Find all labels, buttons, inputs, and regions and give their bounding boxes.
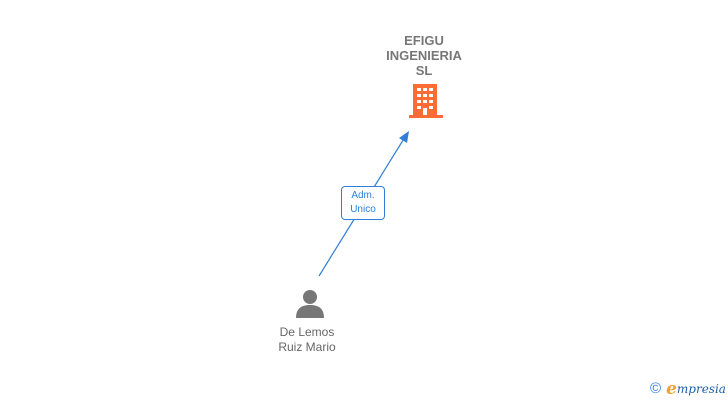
arrow-head-icon <box>399 131 409 143</box>
copyright-icon: © <box>650 380 662 397</box>
role-label-box[interactable]: Adm. Unico <box>341 186 385 220</box>
person-icon[interactable] <box>295 289 325 319</box>
building-icon[interactable] <box>409 83 443 119</box>
brand-logo-letter: e <box>666 379 677 399</box>
company-name-line-3: SL <box>415 63 433 78</box>
company-name[interactable]: EFIGU INGENIERIA SL <box>364 33 484 78</box>
brand-watermark: © e mpresia <box>650 379 726 399</box>
company-name-line-2: INGENIERIA <box>386 48 462 63</box>
person-name-line-2: Ruiz Mario <box>278 340 336 354</box>
role-label-line-2: Unico <box>350 204 376 215</box>
role-label-line-1: Adm. <box>351 190 375 201</box>
person-name[interactable]: De Lemos Ruiz Mario <box>247 325 367 355</box>
person-name-line-1: De Lemos <box>279 325 335 339</box>
company-name-line-1: EFIGU <box>404 33 444 48</box>
brand-logo-text: mpresia <box>676 382 726 396</box>
